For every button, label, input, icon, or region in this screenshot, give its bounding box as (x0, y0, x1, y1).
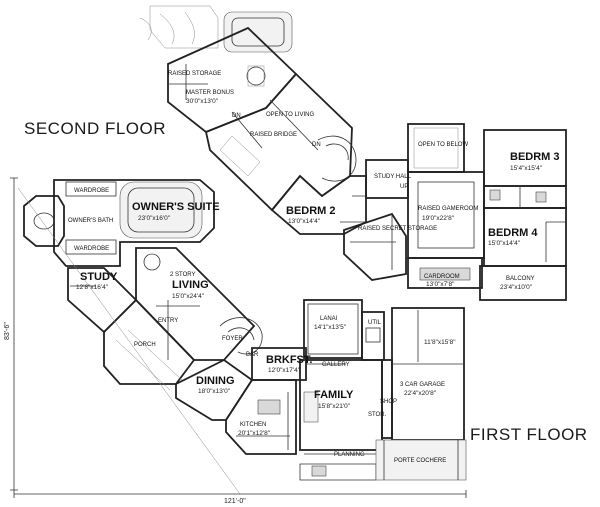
brkfst-dim: 12'0"x17'4" (268, 367, 301, 374)
gallery-label: GALLERY (322, 362, 350, 368)
owners-suite-dim: 23'0"x16'0" (138, 215, 171, 222)
bedrm2-dim: 13'0"x14'4" (288, 218, 321, 225)
raised-gameroom-dim: 19'0"x22'8" (422, 215, 455, 222)
kitchen-dim: 20'1"x12'8" (238, 430, 271, 437)
family-name: FAMILY (314, 389, 354, 401)
raised-gameroom-name: RAISED GAMEROOM (418, 206, 478, 212)
open-to-below-label: OPEN TO BELOW (418, 142, 468, 148)
garage-block (375, 307, 467, 481)
east-wing-block (407, 123, 567, 301)
stor-label: STOR. (368, 412, 387, 418)
wardrobe-top-label: WARDROBE (74, 188, 109, 194)
depth-dimension: 83'-6" (4, 322, 11, 340)
cardroom-name: CARDROOM (424, 274, 460, 280)
living-top-label: 2 STORY (170, 272, 195, 278)
balcony-dim: 23'4"x10'0" (500, 284, 533, 291)
study-name: STUDY (80, 271, 118, 283)
bedrm3-name: BEDRM 3 (510, 151, 560, 163)
porte-cochere-label: PORTE COCHERE (394, 458, 446, 464)
first-floor-title: FIRST FLOOR (470, 425, 588, 444)
owners-suite-name: OWNER'S SUITE (132, 201, 220, 213)
foyer-label: FOYER (222, 336, 243, 342)
study-hall-label: STUDY HALL (374, 174, 412, 180)
raised-secret-storage-label: RAISED SECRET STORAGE (358, 226, 437, 232)
owners-suite-block (23, 179, 215, 267)
garage-name: 3 CAR GARAGE (400, 382, 445, 388)
width-dimension: 121'-0" (224, 498, 246, 505)
living-entry-block (103, 247, 263, 391)
porch-label: PORCH (134, 342, 156, 348)
bedrm4-name: BEDRM 4 (488, 227, 538, 239)
living-name: LIVING (172, 279, 209, 291)
dn-label-1: DN (232, 113, 241, 119)
shop-label: SHOP (380, 399, 397, 405)
second-floor-plan (139, 5, 567, 301)
dining-name: DINING (196, 375, 235, 387)
entry-label: ENTRY (158, 318, 178, 324)
balcony-name: BALCONY (506, 276, 535, 282)
lanai-dim: 14'1"x13'5" (314, 324, 347, 331)
upper-terrace (139, 5, 293, 53)
planning-label: PLANNING (334, 452, 365, 458)
bedrm2-name: BEDRM 2 (286, 205, 336, 217)
bar-label: BAR (246, 352, 259, 358)
living-dim: 15'0"x24'4" (172, 293, 205, 300)
garage-extra-dim: 11'8"x15'8" (424, 339, 456, 346)
open-to-living-label: OPEN TO LIVING (266, 112, 314, 118)
kitchen-name: KITCHEN (240, 422, 266, 428)
dining-dim: 18'0"x13'0" (198, 388, 231, 395)
bedrm4-dim: 15'0"x14'4" (488, 240, 521, 247)
brkfst-name: BRKFST. (266, 354, 312, 366)
first-floor-plan (10, 177, 467, 498)
second-floor-title: SECOND FLOOR (24, 119, 166, 138)
bedroom-2-block (270, 159, 409, 281)
garage-dim: 22'4"x20'8" (404, 390, 437, 397)
cardroom-dim: 13'0"x7'8" (426, 281, 455, 288)
wardrobe-bottom-label: WARDROBE (74, 246, 109, 252)
dn-label-2: DN (312, 142, 321, 148)
master-bonus-dim: 30'0"x13'0" (186, 98, 219, 105)
raised-storage-label: RAISED STORAGE (168, 71, 221, 77)
master-bonus-name: MASTER BONUS (186, 90, 234, 96)
bedrm3-dim: 15'4"x15'4" (510, 165, 543, 172)
lanai-name: LANAI (320, 316, 338, 322)
util-label: UTIL (368, 320, 382, 326)
family-dim: 15'8"x21'0" (318, 403, 351, 410)
raised-bridge-label: RAISED BRIDGE (250, 132, 297, 138)
dimension-lines (10, 177, 467, 498)
up-label-1: UP (400, 184, 408, 190)
owners-bath-label: OWNER'S BATH (68, 218, 113, 224)
study-dim: 12'8"x16'4" (76, 284, 109, 291)
dining-kitchen-block (175, 347, 307, 455)
